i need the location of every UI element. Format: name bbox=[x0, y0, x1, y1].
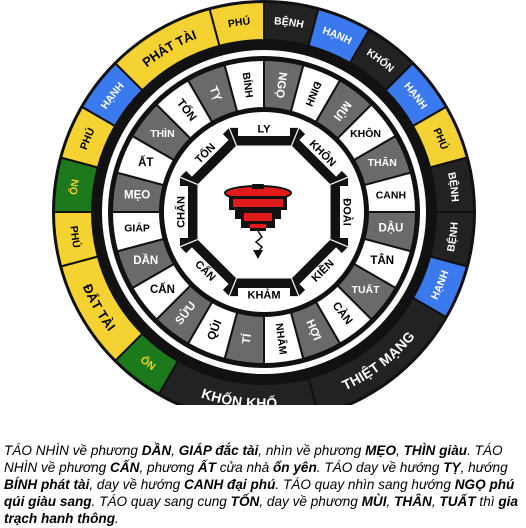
octagon-divider bbox=[228, 278, 238, 297]
direction-label-giap: GIÁP bbox=[124, 222, 150, 235]
caption-emphasis: BÍNH phát tài bbox=[4, 476, 90, 492]
trigram-label-box bbox=[299, 129, 347, 177]
caption-emphasis: NGỌ phú qúi giàu sang bbox=[4, 476, 515, 509]
octagon-divider bbox=[290, 278, 300, 297]
direction-label-can: CẤN bbox=[150, 283, 175, 296]
caption-emphasis: MẸO bbox=[365, 442, 397, 458]
caption-text: TÁO NHÌN về phương DẦN, GIÁP đắc tài, nh… bbox=[4, 442, 522, 527]
direction-label-binh: BÍNH bbox=[240, 71, 256, 98]
caption-emphasis: MÙI bbox=[361, 493, 387, 509]
caption-emphasis: gia trạch hanh thông bbox=[4, 493, 518, 526]
caption-run: . TÁO NHÌN về phương bbox=[4, 442, 503, 475]
direction-label-at: ẤT bbox=[138, 156, 153, 169]
trigram-label-box bbox=[174, 186, 188, 238]
caption-run: . TÁO day về hướng bbox=[316, 459, 444, 475]
direction-label-ti: TÍ bbox=[240, 332, 254, 345]
caption-emphasis: ổn yên bbox=[272, 459, 317, 475]
direction-label-khon: KHÔN bbox=[350, 127, 381, 140]
caption-emphasis: THÂN bbox=[394, 493, 432, 509]
fortune-label-phu: PHÚ bbox=[227, 14, 251, 30]
trigram-label-box bbox=[238, 122, 290, 136]
direction-label-ty: TỴ bbox=[207, 85, 224, 103]
direction-label-than: THÂN bbox=[368, 156, 397, 169]
caption-emphasis: TUẤT bbox=[439, 493, 476, 509]
caption-emphasis: THÌN giàu bbox=[403, 442, 468, 458]
caption-run: . bbox=[115, 510, 119, 526]
trigram-label-box bbox=[181, 129, 229, 177]
direction-label-canh: CANH bbox=[376, 189, 406, 201]
caption-run: . TÁO quay sang cung bbox=[91, 493, 231, 509]
direction-label-dau: DẬU bbox=[378, 222, 403, 235]
caption-run: , bbox=[431, 493, 440, 509]
octagon-divider bbox=[330, 238, 349, 248]
caption-run: TÁO NHÌN về phương bbox=[4, 442, 142, 458]
direction-label-ngo: NGỌ bbox=[273, 71, 288, 99]
direction-label-thin: THÌN bbox=[150, 127, 175, 140]
caption-run: , day về hướng bbox=[89, 476, 185, 492]
direction-label-nham: NHÂM bbox=[273, 322, 290, 355]
caption-emphasis: TỴ bbox=[443, 459, 461, 475]
caption-run: , bbox=[171, 442, 179, 458]
caption-emphasis: ẤT bbox=[197, 459, 216, 475]
caption-run: . TÁO quay nhìn sang hướng bbox=[275, 476, 455, 492]
caption-emphasis: GIÁP đắc tài bbox=[178, 442, 259, 458]
trigram-label-kham: KHẢM bbox=[248, 289, 281, 302]
direction-label-meo: MẸO bbox=[124, 189, 150, 201]
caption-run: , bbox=[386, 493, 395, 509]
direction-label-tuat: TUẤT bbox=[352, 283, 381, 296]
octagon-divider bbox=[290, 127, 300, 146]
caption-run: cửa nhà bbox=[215, 459, 273, 475]
trigram-label-box bbox=[181, 247, 229, 295]
octagon-divider bbox=[330, 176, 349, 186]
caption-run: , phương bbox=[139, 459, 198, 475]
caption-run: , bbox=[396, 442, 404, 458]
caption-run: , nhìn về phương bbox=[258, 442, 366, 458]
caption-emphasis: CANH đại phú bbox=[184, 476, 276, 492]
fortune-label-on: ỔN bbox=[67, 178, 82, 195]
direction-label-tan: TÂN bbox=[370, 254, 394, 267]
caption-run: thì bbox=[475, 493, 499, 509]
caption-emphasis: DẦN bbox=[141, 442, 172, 458]
octagon-divider bbox=[179, 238, 198, 248]
stove-icon bbox=[224, 184, 292, 259]
direction-label-dan: DẦN bbox=[133, 254, 158, 267]
caption-run: , hướng bbox=[460, 459, 508, 475]
trigram-label-box bbox=[299, 247, 347, 295]
trigram-label-box bbox=[238, 288, 290, 302]
trigram-label-chan: CHẤN bbox=[175, 196, 188, 228]
octagon-divider bbox=[228, 127, 238, 146]
caption-run: , day về phương bbox=[259, 493, 362, 509]
caption-emphasis: TỐN bbox=[230, 493, 260, 509]
caption-emphasis: CẤN bbox=[110, 459, 140, 475]
trigram-label-ly: LY bbox=[257, 124, 271, 136]
trigram-label-box bbox=[340, 186, 354, 238]
octagon-divider bbox=[179, 176, 198, 186]
trigram-label-doai: ĐOÀI bbox=[341, 198, 354, 226]
fortune-label-phu: PHÚ bbox=[67, 225, 83, 249]
